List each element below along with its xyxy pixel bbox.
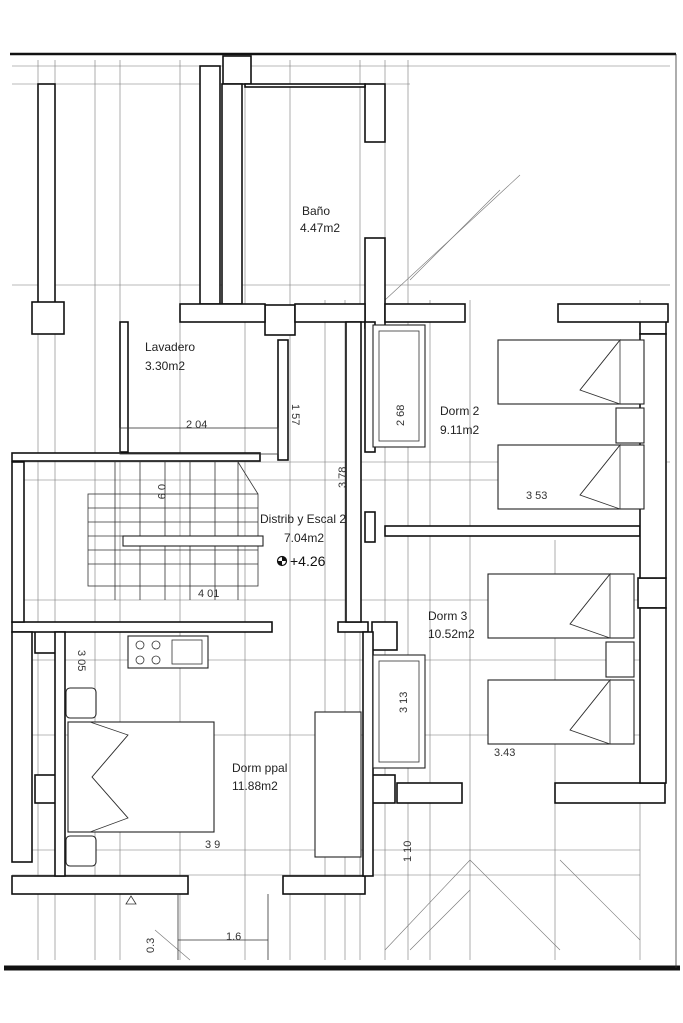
room-name-bano: Baño — [302, 204, 330, 218]
dim-entry-width: 1.6 — [226, 931, 241, 943]
room-name-lavadero: Lavadero — [145, 340, 195, 354]
room-area-distrib: 7.04m2 — [284, 531, 324, 545]
room-area-dorm2: 9.11m2 — [440, 423, 479, 437]
room-area-dorm3: 10.52m2 — [428, 627, 475, 641]
lavadero-counter — [119, 427, 279, 455]
room-name-dorm2: Dorm 2 — [440, 404, 480, 418]
dim-dormppal-side: 3 05 — [75, 650, 87, 671]
dim-dormppal-width: 3 9 — [205, 839, 220, 851]
beds-dorm3 — [487, 572, 635, 745]
dim-dorm2-width: 3 53 — [526, 490, 547, 502]
closets — [314, 324, 426, 858]
dim-lavadero-height: 1 57 — [289, 404, 301, 425]
diagonal-lines — [154, 174, 641, 961]
dim-corridor-height: 1 10 — [402, 841, 414, 862]
cooktop-icon — [127, 635, 209, 669]
entry-arrow-icon — [125, 895, 137, 905]
dim-stair-step: 0 9 — [155, 484, 167, 499]
level-marker-icon — [276, 555, 288, 567]
staircase — [87, 461, 264, 600]
room-area-dormppal: 11.88m2 — [232, 779, 278, 793]
beds-dorm2 — [497, 338, 645, 510]
room-area-lavadero: 3.30m2 — [145, 359, 185, 373]
bed-dormppal — [65, 687, 215, 867]
dim-lavadero-width: 2 04 — [186, 419, 207, 431]
level-value: +4.26 — [290, 553, 326, 569]
walls — [11, 55, 669, 895]
dim-dorm3-width: 3.43 — [494, 747, 515, 759]
dim-stair-width: 4 01 — [198, 588, 219, 600]
room-name-dorm3: Dorm 3 — [428, 609, 468, 623]
dim-dorm2-closet: 2 68 — [395, 405, 407, 426]
dim-distrib-height: 3 78 — [337, 467, 349, 488]
room-name-dormppal: Dorm ppal — [232, 761, 287, 775]
room-area-bano: 4.47m2 — [300, 221, 340, 235]
room-name-distrib: Distrib y Escal 2 — [260, 512, 346, 526]
dim-dorm3-closet: 3 13 — [398, 692, 410, 713]
dim-entry-height: 0.3 — [145, 938, 157, 953]
